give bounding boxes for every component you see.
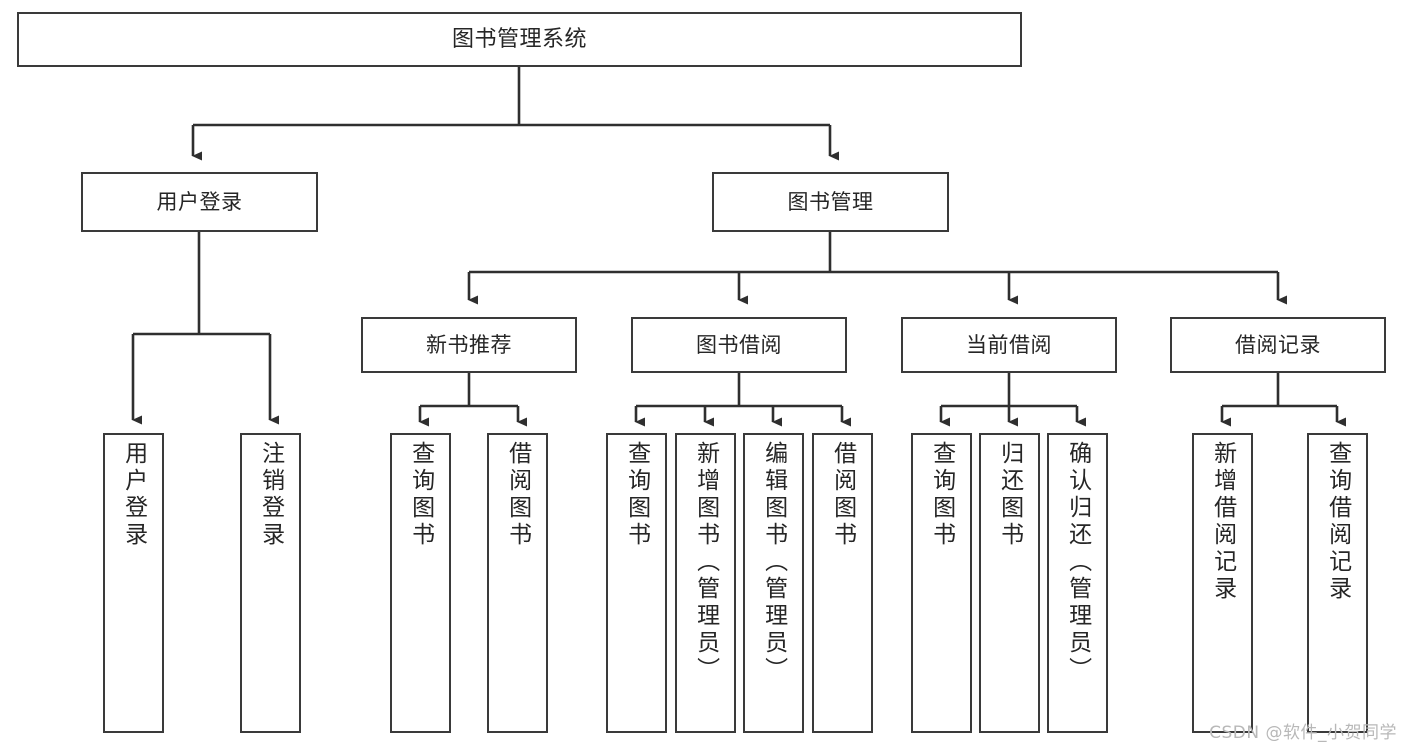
leaf-record-add-borrow-record[interactable]: 新增借阅记录 xyxy=(1192,433,1253,733)
leaf-user-login-logout-label: 注销登录 xyxy=(257,441,284,549)
leaf-user-login-login-label: 用户登录 xyxy=(120,441,147,549)
node-new-book-recommend[interactable]: 新书推荐 xyxy=(361,317,577,373)
leaf-borrow-borrow-book[interactable]: 借阅图书 xyxy=(812,433,873,733)
leaf-current-confirm-return-admin[interactable]: 确认归还（管理员） xyxy=(1047,433,1108,733)
leaf-borrow-query-book-label: 查询图书 xyxy=(623,441,650,549)
leaf-new-book-borrow-book[interactable]: 借阅图书 xyxy=(487,433,548,733)
leaf-user-login-login[interactable]: 用户登录 xyxy=(103,433,164,733)
node-borrow-record-label: 借阅记录 xyxy=(1235,332,1321,357)
leaf-record-query-borrow-record-label: 查询借阅记录 xyxy=(1324,441,1351,603)
node-book-management[interactable]: 图书管理 xyxy=(712,172,949,232)
leaf-current-query-book[interactable]: 查询图书 xyxy=(911,433,972,733)
leaf-current-return-book[interactable]: 归还图书 xyxy=(979,433,1040,733)
leaf-new-book-borrow-book-label: 借阅图书 xyxy=(504,441,531,549)
node-user-login-label: 用户登录 xyxy=(156,189,243,214)
node-book-borrow[interactable]: 图书借阅 xyxy=(631,317,847,373)
leaf-record-query-borrow-record[interactable]: 查询借阅记录 xyxy=(1307,433,1368,733)
leaf-user-login-logout[interactable]: 注销登录 xyxy=(240,433,301,733)
leaf-current-query-book-label: 查询图书 xyxy=(928,441,955,549)
node-borrow-record[interactable]: 借阅记录 xyxy=(1170,317,1386,373)
leaf-record-add-borrow-record-label: 新增借阅记录 xyxy=(1209,441,1236,603)
leaf-current-return-book-label: 归还图书 xyxy=(996,441,1023,549)
leaf-borrow-edit-book-admin[interactable]: 编辑图书（管理员） xyxy=(743,433,804,733)
node-root-label: 图书管理系统 xyxy=(451,26,587,52)
leaf-current-confirm-return-admin-label: 确认归还（管理员） xyxy=(1064,441,1091,684)
node-book-management-label: 图书管理 xyxy=(787,189,874,214)
node-current-borrow-label: 当前借阅 xyxy=(966,332,1052,357)
leaf-borrow-add-book-admin-label: 新增图书（管理员） xyxy=(692,441,719,684)
csdn-watermark: CSDN @软件_小贺同学 xyxy=(1209,723,1397,743)
leaf-borrow-borrow-book-label: 借阅图书 xyxy=(829,441,856,549)
node-current-borrow[interactable]: 当前借阅 xyxy=(901,317,1117,373)
leaf-new-book-query-book[interactable]: 查询图书 xyxy=(390,433,451,733)
node-root-book-management-system[interactable]: 图书管理系统 xyxy=(17,12,1022,67)
node-user-login[interactable]: 用户登录 xyxy=(81,172,318,232)
leaf-borrow-query-book[interactable]: 查询图书 xyxy=(606,433,667,733)
node-new-book-recommend-label: 新书推荐 xyxy=(426,332,512,357)
leaf-new-book-query-book-label: 查询图书 xyxy=(407,441,434,549)
node-book-borrow-label: 图书借阅 xyxy=(696,332,782,357)
leaf-borrow-add-book-admin[interactable]: 新增图书（管理员） xyxy=(675,433,736,733)
leaf-borrow-edit-book-admin-label: 编辑图书（管理员） xyxy=(760,441,787,684)
